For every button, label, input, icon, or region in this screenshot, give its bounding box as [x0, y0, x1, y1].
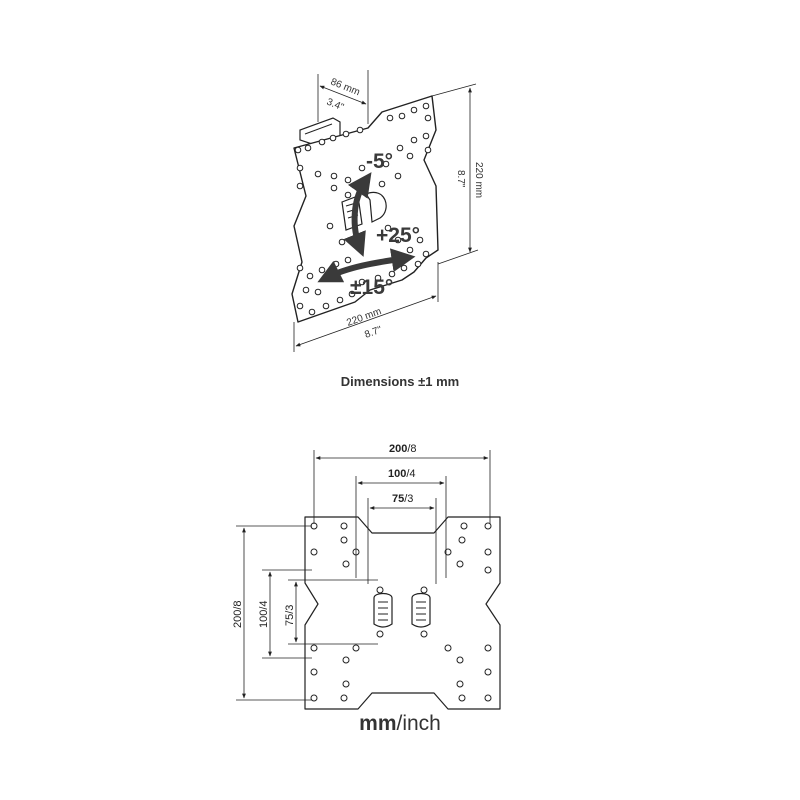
h200-in: /8	[407, 443, 416, 455]
swivel-arrow-icon	[317, 248, 416, 283]
vesa-plate-outline	[304, 516, 501, 710]
tilt-down-label: +25°	[376, 224, 420, 247]
vertical-dimensions	[236, 525, 378, 701]
vesa-plate: 200/8 100/4 75/3 200/8 100/4 75/3	[232, 443, 501, 710]
swivel-label: ±15°	[350, 276, 393, 299]
h75-mm: 75	[392, 493, 404, 505]
h200-mm: 200	[389, 443, 407, 455]
tilt-up-label: -5°	[366, 150, 393, 173]
svg-text:75/3: 75/3	[392, 493, 413, 505]
width-in: 8.7"	[363, 324, 384, 340]
width-dimension	[293, 262, 439, 352]
v200-label: 200/8	[232, 600, 244, 628]
h100-in: /4	[406, 468, 415, 480]
v75-label: 75/3	[284, 605, 296, 626]
unit-mm: mm	[359, 712, 397, 735]
dimensions-caption: Dimensions ±1 mm	[340, 374, 460, 389]
perspective-mount: -5° +25° ±15° 86 mm 3.4" 220 mm 8.7" 220…	[291, 70, 484, 352]
depth-mm: 86 mm	[329, 77, 361, 99]
tilt-arrow-icon	[343, 172, 372, 257]
v100-label: 100/4	[258, 600, 270, 628]
svg-text:200/8: 200/8	[389, 443, 417, 455]
height-in: 8.7"	[455, 170, 466, 188]
height-dimension	[431, 83, 479, 265]
depth-in: 3.4"	[325, 97, 346, 114]
depth-dimension	[317, 70, 369, 124]
horizontal-dimensions	[313, 450, 491, 584]
center-brackets	[373, 592, 431, 628]
height-mm: 220 mm	[473, 162, 484, 198]
h75-in: /3	[404, 493, 413, 505]
unit-inch: /inch	[396, 712, 441, 735]
unit-caption: mm/inch	[300, 712, 500, 736]
h100-mm: 100	[388, 468, 406, 480]
svg-text:100/4: 100/4	[388, 468, 416, 480]
